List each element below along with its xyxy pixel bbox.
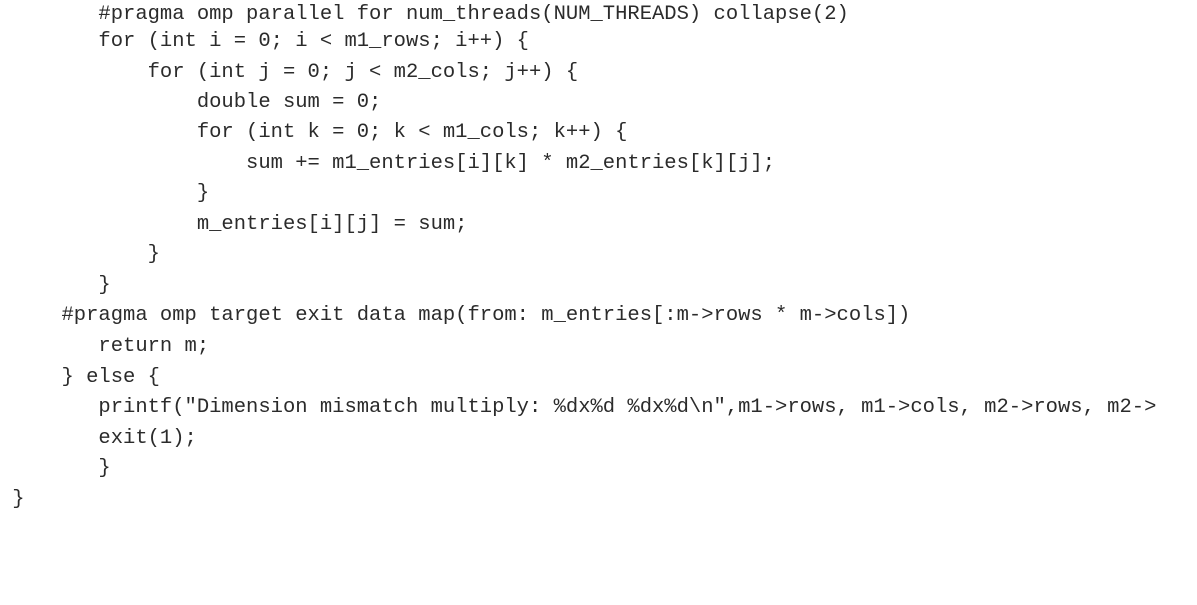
code-line: } else { [0, 366, 160, 389]
code-line: } [0, 182, 210, 205]
code-line: #pragma omp parallel for num_threads(NUM… [0, 3, 849, 26]
code-line: } [0, 243, 160, 266]
code-line: return m; [0, 335, 210, 358]
code-line: printf("Dimension mismatch multiply: %dx… [0, 396, 1157, 419]
code-line: m_entries[i][j] = sum; [0, 213, 468, 236]
code-line: for (int j = 0; j < m2_cols; j++) { [0, 61, 579, 84]
code-line: #pragma omp target exit data map(from: m… [0, 304, 911, 327]
code-line: } [0, 274, 111, 297]
code-line: } [0, 488, 25, 511]
code-line: exit(1); [0, 427, 197, 450]
code-line: for (int i = 0; i < m1_rows; i++) { [0, 30, 529, 53]
code-line: sum += m1_entries[i][k] * m2_entries[k][… [0, 152, 776, 175]
code-line: } [0, 457, 111, 480]
code-line: for (int k = 0; k < m1_cols; k++) { [0, 121, 628, 144]
code-line: double sum = 0; [0, 91, 382, 114]
